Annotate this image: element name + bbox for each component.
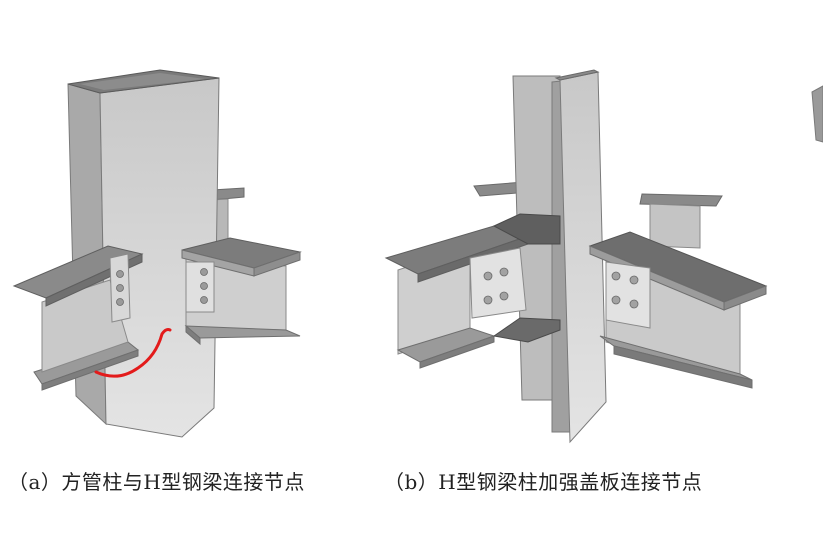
caption-a: （a）方管柱与H型钢梁连接节点 xyxy=(8,470,305,494)
annotation-mark xyxy=(94,328,172,378)
node-b-drawing xyxy=(384,69,768,444)
node-a-drawing xyxy=(12,69,302,438)
caption-b: （b）H型钢梁柱加强盖板连接节点 xyxy=(384,470,703,494)
node-c-edge-fragment xyxy=(811,85,823,143)
node-b-left-beam xyxy=(384,213,561,369)
node-b-back-beam xyxy=(473,181,723,249)
node-b-right-beam xyxy=(588,231,768,389)
node-a-left-beam xyxy=(12,245,144,391)
node-a-right-beam xyxy=(181,237,302,346)
